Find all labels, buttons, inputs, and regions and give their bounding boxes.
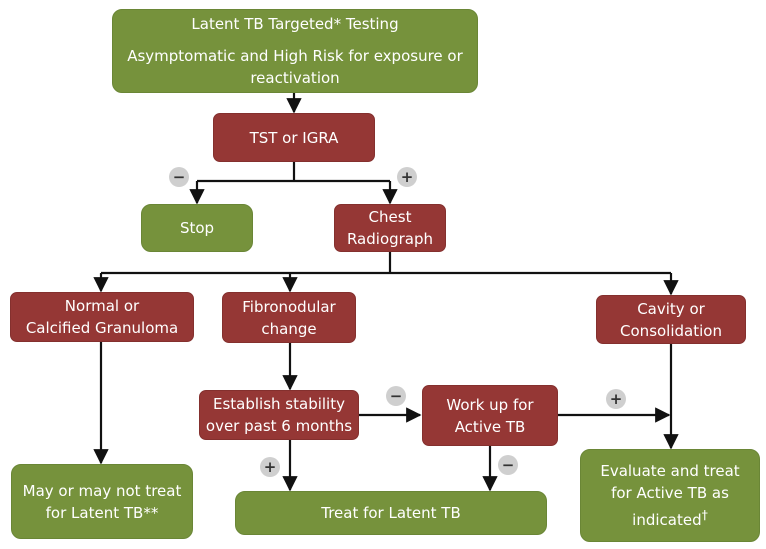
negative-sign-workup: − <box>498 455 518 475</box>
fibronodular-line1: Fibronodular <box>242 297 336 316</box>
workup-line2: Active TB <box>454 417 526 436</box>
negative-sign-stability: − <box>386 386 406 406</box>
evaluate-treat-active-tb-box: Evaluate and treat for Active TB as indi… <box>580 449 760 542</box>
evaluate-indicated-text: indicated <box>632 511 702 529</box>
treat-latent-label: Treat for Latent TB <box>321 504 461 522</box>
targeted-testing-line1: Asymptomatic and High Risk for exposure … <box>127 47 463 65</box>
chest-radiograph-line1: Chest <box>368 208 412 226</box>
stop-box: Stop <box>141 204 253 252</box>
workup-line1: Work up for <box>446 395 534 414</box>
negative-sign-tst: − <box>169 167 189 187</box>
work-up-active-tb-box: Work up for Active TB <box>422 385 558 446</box>
may-or-may-not-treat-box: May or may not treat for Latent TB** <box>11 464 193 539</box>
latent-tb-targeted-testing-box: Latent TB Targeted* Testing Asymptomatic… <box>112 9 478 93</box>
evaluate-line1: Evaluate and treat <box>600 462 740 480</box>
establish-stability-box: Establish stability over past 6 months <box>199 390 359 440</box>
cavity-line1: Cavity or <box>637 299 705 318</box>
positive-sign-tst: + <box>397 167 417 187</box>
normal-calcified-line2: Calcified Granuloma <box>25 319 179 337</box>
may-line1: May or may not treat <box>22 481 182 500</box>
cavity-consolidation-box: Cavity or Consolidation <box>596 295 746 344</box>
chest-radiograph-line2: Radiograph <box>346 230 434 248</box>
stop-label: Stop <box>179 219 215 237</box>
dagger-footnote-mark: † <box>701 507 708 522</box>
cavity-line2: Consolidation <box>620 321 722 340</box>
targeted-testing-title: Latent TB Targeted* Testing <box>191 15 399 33</box>
stability-line2: over past 6 months <box>205 417 353 435</box>
normal-calcified-line1: Normal or <box>64 297 140 315</box>
positive-sign-stability: + <box>260 457 280 477</box>
chest-radiograph-box: Chest Radiograph <box>334 204 446 252</box>
fibronodular-box: Fibronodular change <box>222 292 356 343</box>
may-line2: for Latent TB** <box>45 503 159 522</box>
connector-tst-split <box>197 162 390 183</box>
evaluate-line3: indicated† <box>632 504 708 531</box>
positive-sign-cavity: + <box>606 389 626 409</box>
normal-calcified-box: Normal or Calcified Granuloma <box>10 292 194 342</box>
treat-latent-tb-box: Treat for Latent TB <box>235 491 547 535</box>
fibronodular-line2: change <box>261 319 317 338</box>
tst-or-igra-box: TST or IGRA <box>213 113 375 162</box>
evaluate-line2: for Active TB as <box>611 484 729 502</box>
tst-or-igra-label: TST or IGRA <box>249 128 339 147</box>
stability-line1: Establish stability <box>213 395 345 413</box>
targeted-testing-line2: reactivation <box>250 69 340 87</box>
connector-chest-split <box>101 251 671 275</box>
